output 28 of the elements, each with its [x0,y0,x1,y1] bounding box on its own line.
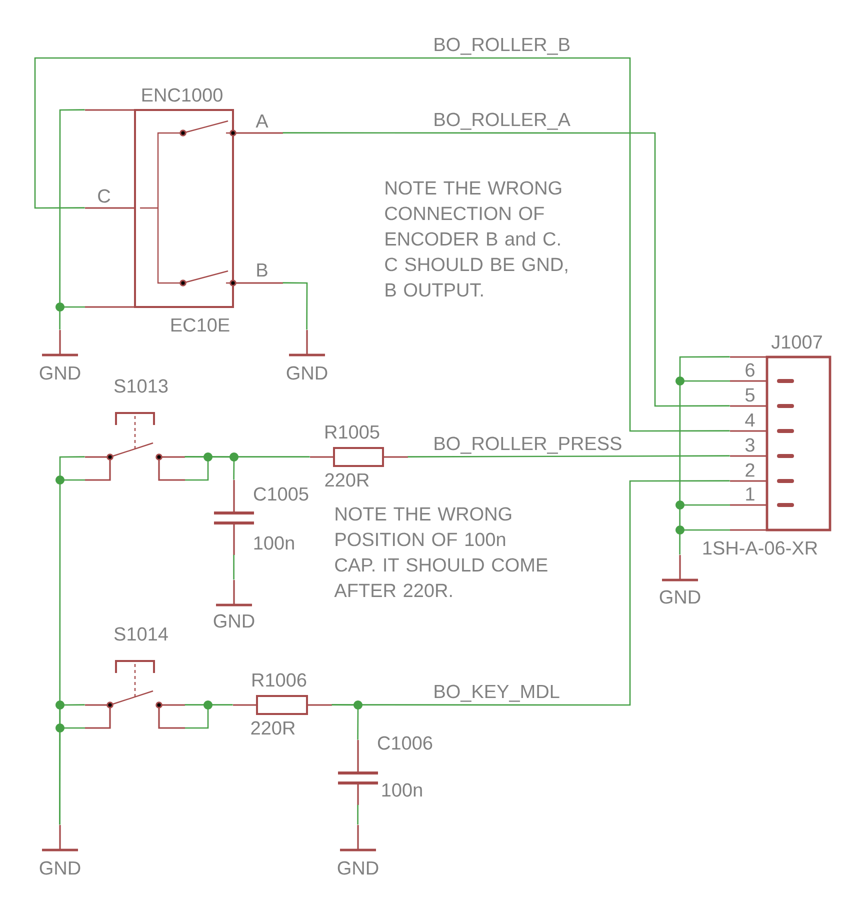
wire [34,57,730,432]
wire [332,480,730,706]
note-text: NOTE THE WRONG CONNECTION OF ENCODER B and C. C SHOULD BE GND, B OUTPUT. [385,181,568,297]
wire [233,554,234,580]
wire [679,356,731,556]
net-label: BO_ROLLER_A [434,112,570,130]
wire [184,456,235,480]
pin-number: 1 [746,487,754,501]
wire [59,456,86,826]
net-label: BO_ROLLER_B [434,38,570,55]
pin-label: B [257,263,268,277]
wire [184,704,234,729]
pin-number: 4 [745,413,755,427]
pin-number: 2 [746,463,754,477]
pin-label: C [98,189,110,203]
pin-label: A [256,114,268,128]
net-label: BO_ROLLER_PRESS [434,436,622,454]
wire [59,109,86,330]
pin-number: 3 [745,438,754,452]
wire [357,804,358,825]
wire [408,455,730,458]
wire [184,456,310,481]
pin-number: 5 [745,388,754,402]
wire [282,282,308,330]
pin-number: 6 [746,363,754,377]
note-text: NOTE THE WRONG POSITION OF 100n CAP. IT SHOULD COME AFTER 220R. [334,507,548,598]
wire [282,132,730,407]
net-label: BO_KEY_MDL [434,684,560,702]
